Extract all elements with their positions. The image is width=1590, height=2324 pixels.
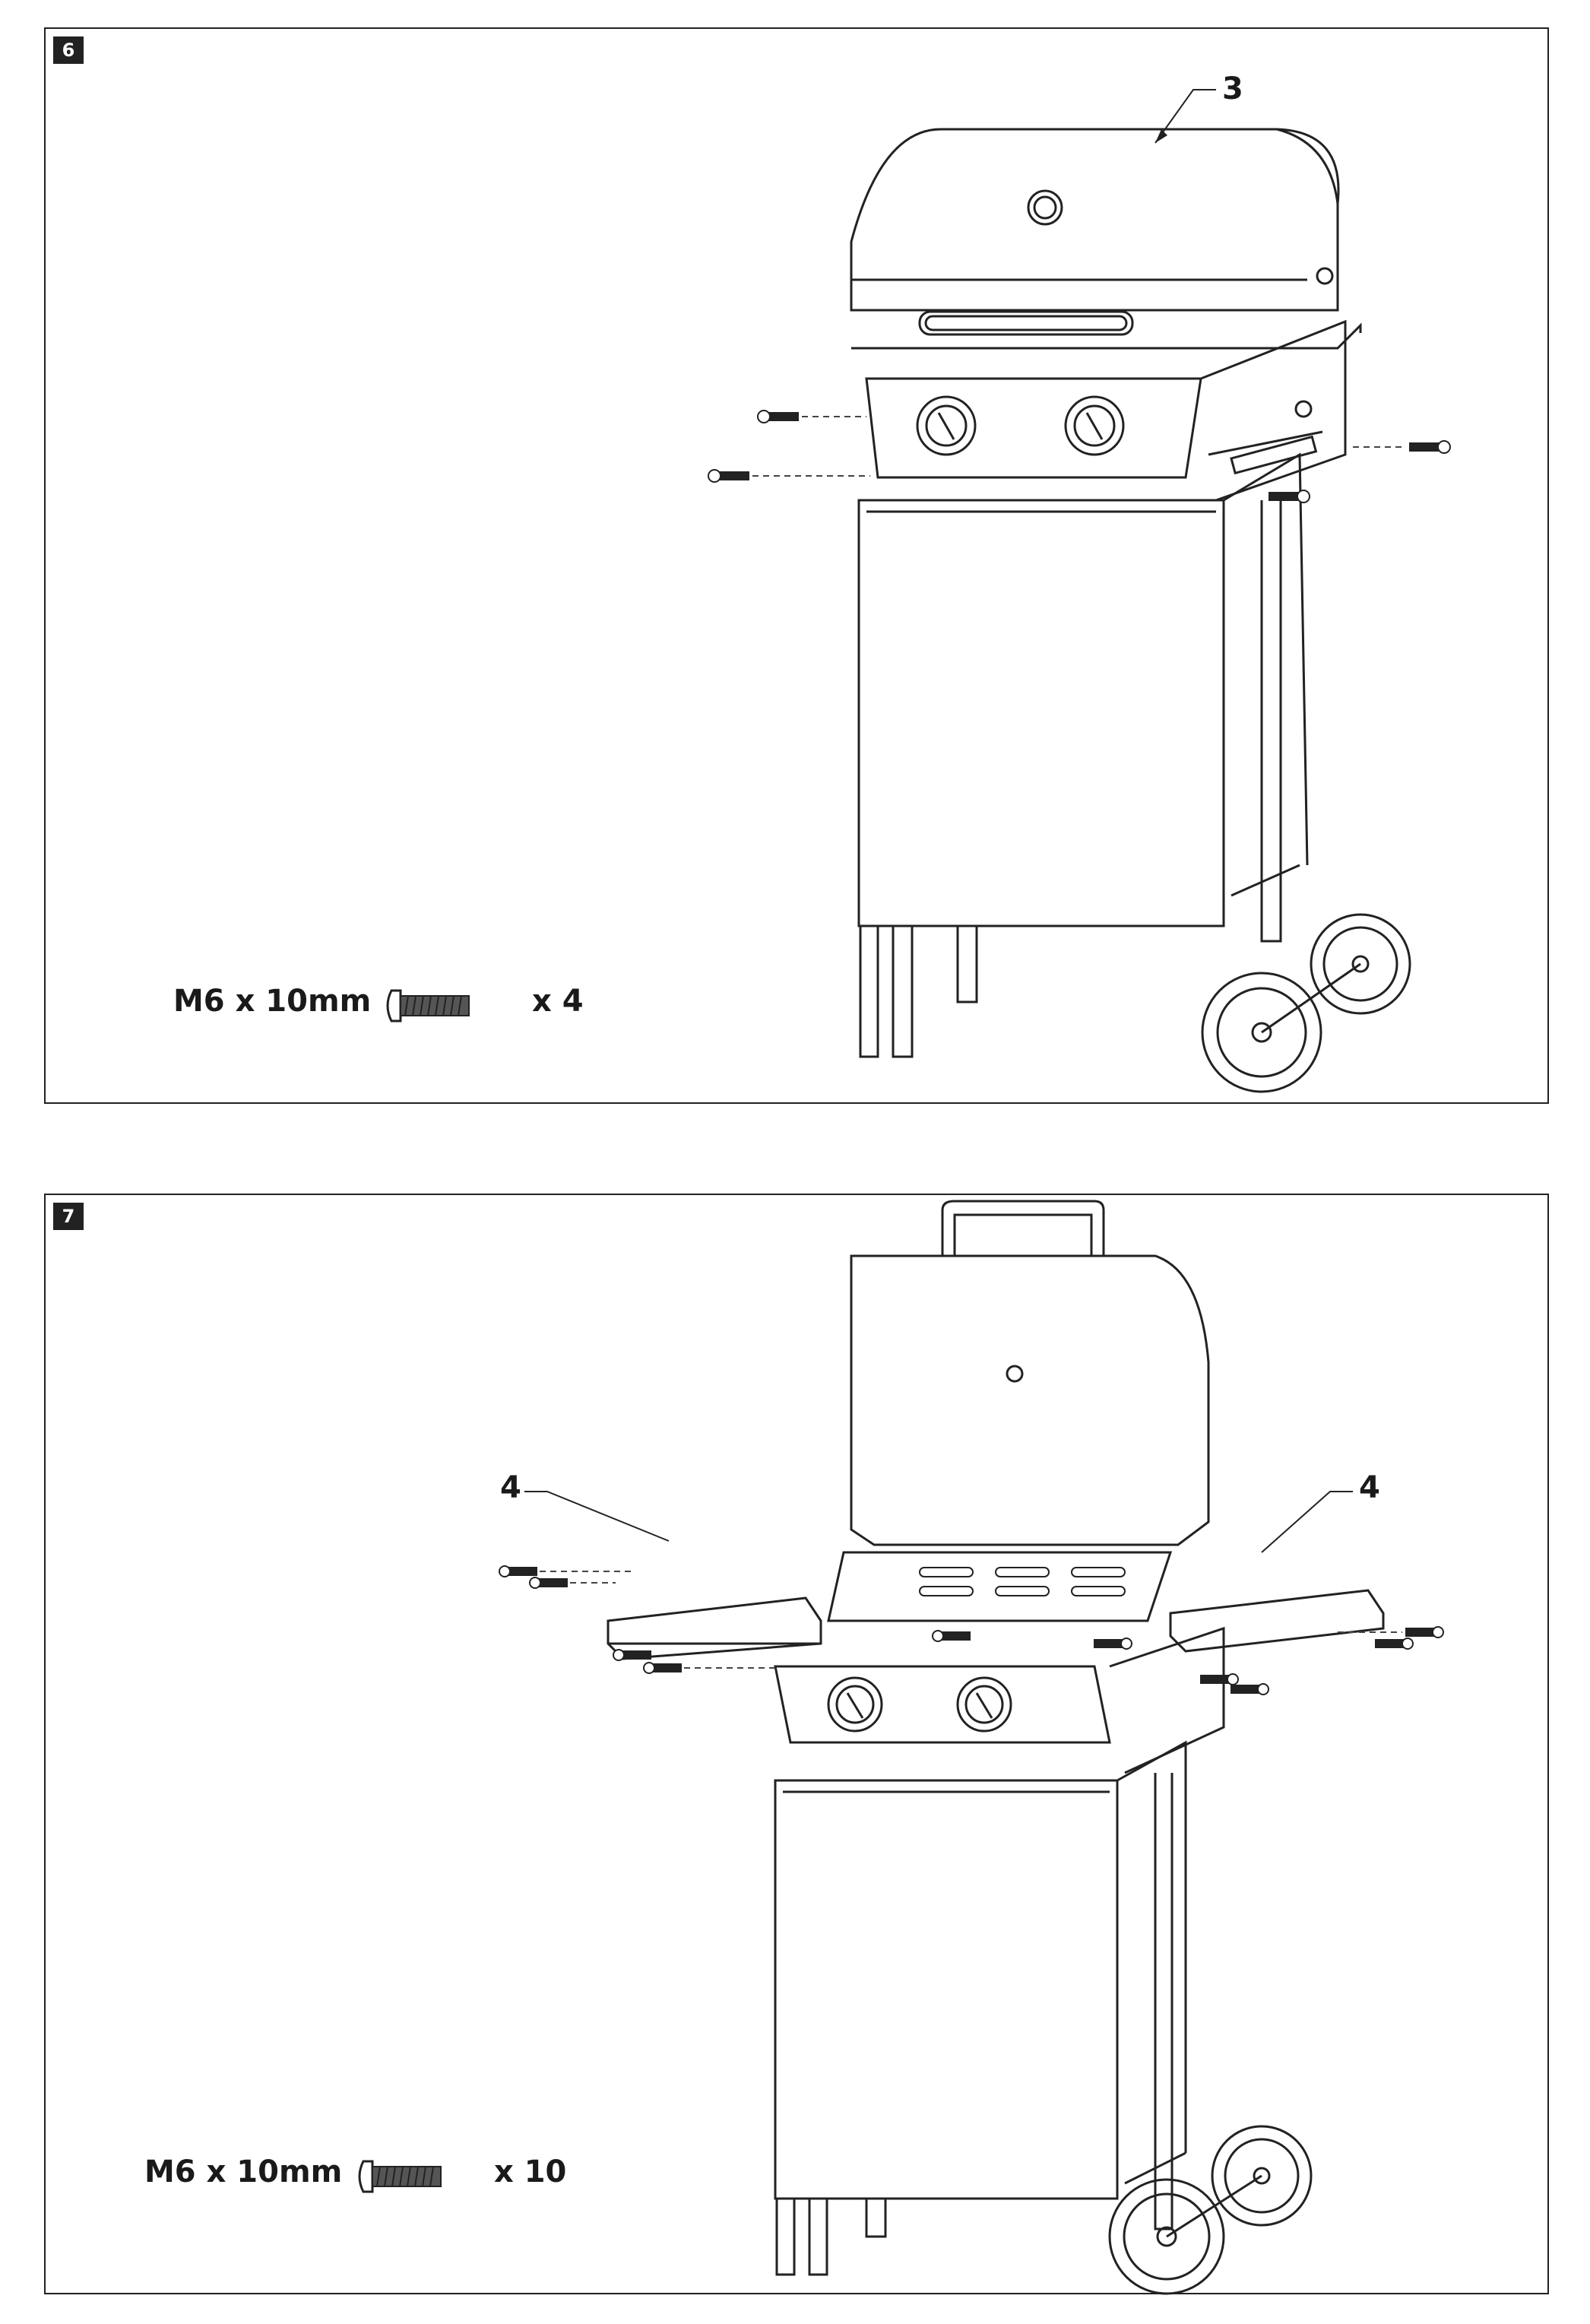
part-callout-4-right: 4 bbox=[1359, 1470, 1380, 1505]
grill-open-lid-illustration bbox=[499, 1200, 1444, 2295]
screw-icon bbox=[1231, 1683, 1269, 1695]
screw-icon bbox=[1405, 1626, 1444, 1638]
screw-icon bbox=[1269, 490, 1310, 503]
step-number-badge: 6 bbox=[53, 36, 84, 64]
part-callout-4-left: 4 bbox=[500, 1470, 521, 1505]
screw-icon bbox=[1094, 1638, 1132, 1650]
screw-icon bbox=[386, 989, 470, 1022]
part-callout-3: 3 bbox=[1222, 71, 1243, 106]
screw-icon bbox=[1200, 1673, 1239, 1685]
hardware-quantity: x 10 bbox=[494, 2154, 567, 2189]
hardware-spec-label: M6 x 10mm bbox=[173, 984, 372, 1019]
step-6-panel: 6 bbox=[44, 27, 1549, 1104]
screw-icon bbox=[529, 1577, 568, 1589]
step-7-panel: 7 bbox=[44, 1194, 1549, 2295]
grill-closed-lid-illustration bbox=[708, 89, 1451, 1093]
screw-icon bbox=[932, 1630, 971, 1642]
screw-icon bbox=[708, 469, 749, 483]
step-number-badge: 7 bbox=[53, 1203, 84, 1230]
screw-icon bbox=[757, 410, 799, 423]
screw-icon bbox=[358, 2160, 442, 2193]
screw-icon bbox=[1375, 1638, 1414, 1650]
hardware-quantity: x 4 bbox=[532, 984, 584, 1019]
screw-icon bbox=[499, 1565, 537, 1577]
screw-icon bbox=[613, 1649, 651, 1661]
screw-icon bbox=[1409, 440, 1451, 454]
screw-icon bbox=[643, 1662, 682, 1674]
hardware-spec-label: M6 x 10mm bbox=[144, 2154, 343, 2189]
